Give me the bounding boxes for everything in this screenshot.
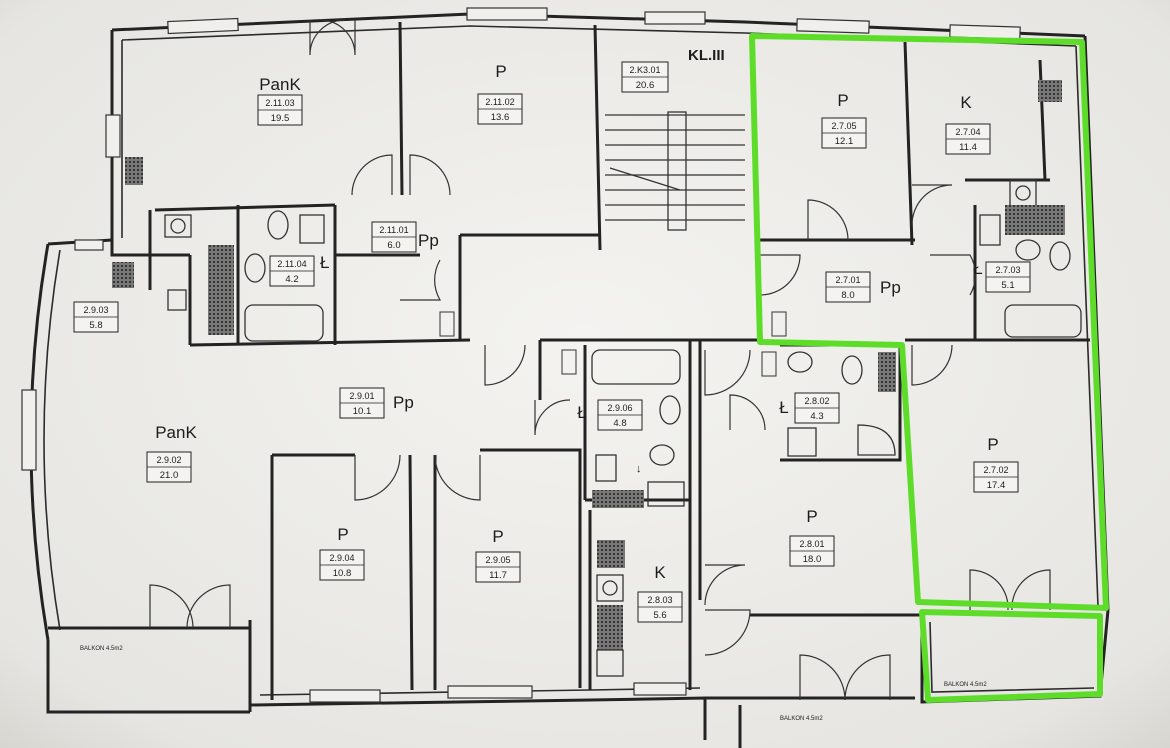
room-type: Ł	[973, 259, 982, 278]
shaft-markers: ↓	[439, 311, 787, 475]
room-label: 2.11.01 6.0 Pp	[371, 221, 439, 253]
room-area: 8.0	[841, 290, 854, 301]
highlighted-apartment-outline	[749, 33, 1109, 611]
room-id: 2.9.03	[83, 305, 108, 315]
room-area: 11.4	[959, 142, 977, 153]
room-label: 2.8.02 4.3 Ł	[779, 392, 840, 424]
room-type: Pp	[393, 393, 414, 412]
room-type: Ł	[577, 403, 586, 422]
room-area: 6.0	[387, 240, 400, 251]
room-area: 17.4	[987, 480, 1006, 491]
room-area: 10.8	[333, 568, 352, 579]
room-label: 2.9.06 4.8 Ł	[577, 399, 643, 431]
room-label: 2.8.03 5.6 K	[637, 563, 683, 623]
room-id: 2.11.02	[485, 97, 514, 107]
room-id: 2.9.06	[607, 403, 632, 413]
room-label: 2.7.01 8.0 Pp	[825, 271, 901, 303]
room-id: 2.11.03	[265, 98, 294, 108]
room-id: 2.11.01	[379, 225, 408, 235]
staircase-title: KL.III	[688, 47, 725, 64]
room-label: 2.9.04 10.8 P	[319, 525, 365, 581]
room-label: 2.8.01 18.0 P	[789, 507, 835, 567]
balcony-label: BALKON 4.5m2	[780, 716, 823, 722]
staircase	[605, 111, 745, 231]
room-area: 4.2	[285, 274, 298, 285]
room-label: 2.7.02 17.4 P	[973, 435, 1019, 493]
arrow-down-icon: ↓	[636, 463, 642, 475]
room-id: 2.11.04	[277, 259, 306, 269]
room-id: 2.9.05	[485, 555, 510, 565]
room-area: 11.7	[489, 570, 507, 581]
room-type: PanK	[259, 75, 301, 94]
room-id: 2.9.02	[156, 455, 181, 465]
room-type: K	[960, 93, 972, 112]
room-id: 2.7.05	[831, 121, 856, 131]
room-label: 2.7.05 12.1 P	[821, 91, 867, 149]
room-type: Ł	[320, 253, 329, 272]
room-area: 5.8	[89, 320, 102, 331]
room-area: 5.1	[1001, 280, 1014, 291]
room-label: 2.9.03 5.8	[73, 301, 119, 333]
room-area: 12.1	[835, 136, 854, 147]
windows	[21, 7, 1021, 703]
room-id: 2.7.04	[955, 127, 980, 137]
room-type: P	[806, 507, 817, 526]
room-type: PanK	[155, 423, 197, 442]
doors	[149, 19, 1051, 701]
room-label: 2.11.03 19.5 PanK	[257, 75, 303, 126]
room-type: P	[492, 527, 503, 546]
room-id: 2.9.04	[329, 553, 354, 563]
room-label: 2.9.01 10.1 Pp	[339, 387, 414, 419]
room-label: 2.7.03 5.1 Ł	[973, 259, 1031, 293]
staircase-id: 2.K3.01	[629, 65, 660, 75]
room-area: 21.0	[160, 470, 179, 481]
room-id: 2.8.01	[799, 539, 824, 549]
room-type: Ł	[779, 398, 788, 417]
room-label: 2.11.02 13.6 P	[477, 62, 523, 125]
highlighted-balcony-outline	[919, 609, 1103, 703]
room-id: 2.9.01	[349, 391, 374, 401]
room-id: 2.7.03	[995, 265, 1020, 275]
room-id: 2.8.03	[647, 595, 672, 605]
room-area: 18.0	[803, 554, 822, 565]
room-type: K	[654, 563, 666, 582]
fixtures	[112, 80, 1082, 677]
room-area: 13.6	[491, 112, 510, 123]
room-area: 4.8	[613, 418, 626, 429]
room-area: 4.3	[810, 411, 823, 422]
balcony-label: BALKON 4.5m2	[944, 682, 987, 688]
room-id: 2.7.02	[983, 465, 1008, 475]
balcony-label: BALKON 4.5m2	[80, 646, 123, 652]
room-type: P	[495, 62, 506, 81]
room-label: 2.11.04 4.2 Ł	[269, 253, 329, 287]
room-label: 2.7.04 11.4 K	[945, 93, 991, 155]
room-label: 2.9.05 11.7 P	[475, 527, 521, 583]
room-id: 2.7.01	[835, 275, 860, 285]
room-area: 19.5	[271, 113, 290, 124]
room-type: P	[337, 525, 348, 544]
room-type: Pp	[880, 278, 901, 297]
room-area: 5.6	[653, 610, 666, 621]
room-label: 2.9.02 21.0 PanK	[146, 423, 197, 483]
room-id: 2.8.02	[804, 396, 829, 406]
room-area: 10.1	[353, 406, 372, 417]
staircase-label: KL.III 2.K3.01 20.6	[621, 47, 725, 93]
room-type: P	[987, 435, 998, 454]
room-type: Pp	[418, 231, 439, 250]
staircase-area: 20.6	[636, 80, 655, 91]
room-type: P	[837, 91, 848, 110]
